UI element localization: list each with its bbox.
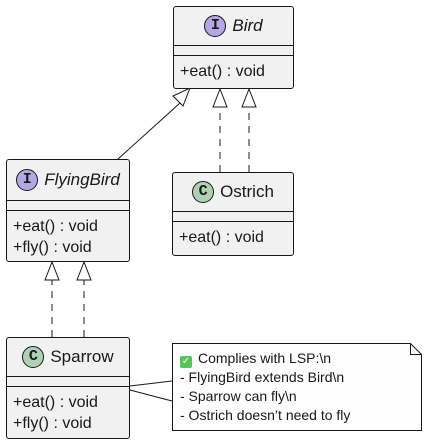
class-box-bird[interactable]: I Bird +eat() : void	[173, 6, 294, 89]
class-name-sparrow: Sparrow	[50, 347, 114, 366]
method-fly: +fly() : void	[13, 239, 92, 256]
note-shape	[172, 343, 422, 431]
class-box-ostrich[interactable]: C Ostrich +eat() : void	[172, 172, 294, 256]
interface-icon: I	[16, 169, 39, 191]
arrowhead-sparrow-flyingbird-2	[76, 260, 92, 281]
class-name-flyingbird: FlyingBird	[44, 170, 120, 189]
note-text: ✓ Complies with LSP:\n - FlyingBird exten…	[180, 349, 350, 425]
method-list: +eat() : void +fly() : void	[13, 392, 125, 434]
class-header: I FlyingBird	[7, 160, 129, 200]
check-mark-icon: ✓	[180, 356, 192, 368]
divider	[7, 200, 129, 201]
class-icon: C	[192, 181, 215, 203]
divider	[7, 386, 129, 387]
divider	[173, 221, 293, 222]
method-list: +eat() : void +fly() : void	[13, 216, 125, 258]
arrowhead-ostrich-bird-1	[212, 87, 228, 108]
divider	[173, 211, 293, 212]
arrowhead-ostrich-bird-2	[241, 87, 257, 108]
method-eat: +eat() : void	[179, 229, 264, 246]
class-header: C Ostrich	[173, 173, 293, 211]
divider	[7, 376, 129, 377]
note-connector	[129, 380, 173, 387]
method-eat: +eat() : void	[180, 63, 265, 80]
method-eat: +eat() : void	[13, 394, 98, 411]
method-list: +eat() : void	[180, 61, 289, 82]
arrowhead-sparrow-flyingbird-1	[44, 260, 60, 281]
class-icon: C	[22, 346, 45, 368]
edge-flyingbird-extends-bird	[117, 102, 181, 160]
note-line-1-text: Complies with LSP:\n	[198, 350, 332, 366]
note-line-1: ✓ Complies with LSP:\n	[180, 349, 350, 368]
class-name-bird: Bird	[232, 16, 263, 35]
method-list: +eat() : void	[179, 227, 289, 248]
note-line-2: - FlyingBird extends Bird\n	[180, 369, 345, 385]
class-header: I Bird	[174, 7, 293, 45]
class-name-ostrich: Ostrich	[220, 182, 274, 201]
note-connector-lower	[129, 389, 173, 402]
note-line-3: - Sparrow can fly\n	[180, 388, 297, 404]
divider	[174, 55, 293, 56]
lsp-note[interactable]: ✓ Complies with LSP:\n - FlyingBird exten…	[172, 343, 422, 431]
class-header: C Sparrow	[7, 338, 129, 376]
method-fly: +fly() : void	[13, 415, 92, 432]
interface-icon: I	[204, 15, 227, 37]
divider	[7, 210, 129, 211]
arrowhead-flyingbird-bird	[172, 87, 191, 107]
divider	[174, 45, 293, 46]
method-eat: +eat() : void	[13, 218, 98, 235]
class-box-sparrow[interactable]: C Sparrow +eat() : void +fly() : void	[6, 337, 130, 439]
class-box-flyingbird[interactable]: I FlyingBird +eat() : void +fly() : void	[6, 159, 130, 262]
note-line-4: - Ostrich doesn’t need to fly	[180, 407, 351, 423]
